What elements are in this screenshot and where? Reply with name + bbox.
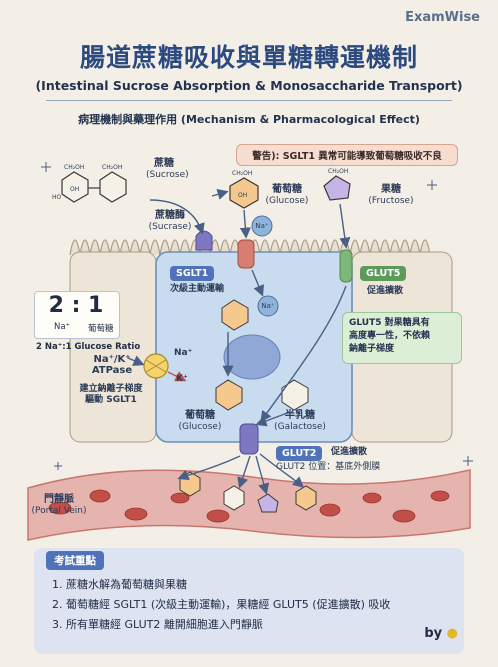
- glut2-tag: GLUT2: [276, 446, 323, 461]
- sucrose-ch2oh-1: CH₂OH: [64, 164, 85, 171]
- sucrose-ch2oh-2: CH₂OH: [102, 164, 123, 171]
- glut2-desc: 促進擴散: [330, 447, 367, 457]
- portal-vein-vessel: [27, 469, 471, 541]
- sucrase-enzyme: [195, 230, 213, 251]
- glut5-note-line-3: 鈉離子梯度: [349, 344, 395, 354]
- red-blood-cells: [48, 489, 450, 523]
- glucose-top-label: 葡萄糖(Glucose): [265, 184, 309, 206]
- sucrose-molecule: [61, 171, 127, 203]
- k-ion-label: K⁺: [176, 374, 188, 384]
- glut5-tag: GLUT5: [360, 266, 407, 281]
- glucose-ch2oh: CH₂OH: [232, 170, 253, 177]
- section-heading: 病理機制與藥理作用 (Mechanism & Pharmacological E…: [78, 113, 420, 126]
- glucose-molecule-cell-1: [221, 299, 249, 331]
- glucose-molecule-top: [229, 177, 259, 209]
- glut5-transporter: [339, 249, 353, 283]
- banana-icon: ●: [446, 626, 458, 641]
- glucose-oh: OH: [238, 192, 248, 199]
- sglt1-desc: 次級主動運輸: [169, 284, 224, 294]
- fructose-molecule: [323, 175, 351, 201]
- exam-item-3: 3. 所有單糖經 GLUT2 離開細胞進入門靜脈: [52, 618, 263, 631]
- na-ion-1-label: Na⁺: [255, 222, 269, 230]
- ratio-caption: 2 Na⁺:1 Glucose Ratio: [36, 342, 141, 352]
- glut2-location: GLUT2 位置：基底外側膜: [276, 462, 381, 472]
- warning-banner: 警告): SGLT1 異常可能導致葡萄糖吸收不良: [236, 144, 458, 166]
- sglt1-tag: SGLT1: [170, 266, 215, 281]
- ratio-box: [34, 291, 120, 339]
- glut2-transporter: [239, 423, 259, 455]
- page-title: 腸道蔗糖吸收與單糖轉運機制: [79, 43, 418, 72]
- sucrose-oh: OH: [70, 186, 80, 193]
- page-subtitle: (Intestinal Sucrose Absorption & Monosac…: [35, 78, 463, 93]
- byline: by ●: [424, 626, 458, 641]
- sodium-ion-1: [251, 215, 273, 237]
- ratio-right: 葡萄糖: [88, 324, 114, 334]
- atpase-desc: 建立鈉離子梯度驅動 SGLT1: [79, 384, 143, 405]
- na-ion-2-label: Na⁺: [261, 302, 275, 310]
- glucose-cell-label: 葡萄糖(Glucose): [178, 410, 222, 432]
- sucrase-label: 蔗糖酶(Sucrase): [148, 210, 192, 232]
- galactose-molecule: [281, 379, 309, 411]
- fructose-ch2oh: CH₂OH: [328, 168, 349, 175]
- sparkle-decorations: [41, 162, 473, 470]
- ratio-value: 2 : 1: [48, 293, 104, 318]
- portal-vein-label: 門靜脈(Portal Vein): [31, 494, 87, 516]
- atpase-name: Na⁺/K⁺ATPase: [91, 354, 133, 376]
- fructose-label: 果糖(Fructose): [368, 184, 414, 206]
- sucrose-label: 蔗糖(Sucrose): [146, 158, 189, 180]
- glut5-note: GLUT5 對果糖具有 高度專一性，不依賴 鈉離子梯度: [342, 312, 462, 364]
- brand-logo: ExamWise: [405, 10, 480, 25]
- ratio-left: Na⁺: [54, 322, 71, 332]
- exam-item-2: 2. 葡萄糖經 SGLT1 (次級主動運輸)，果糖經 GLUT5 (促進擴散) …: [52, 598, 391, 611]
- title-divider: [46, 100, 452, 101]
- glucose-molecule-cell-2: [215, 379, 243, 411]
- galactose-label: 半乳糖(Galactose): [274, 410, 326, 432]
- na-ion-label: Na⁺: [174, 348, 193, 358]
- exam-points-box: [34, 548, 464, 654]
- exam-points-heading: 考試重點: [46, 551, 104, 570]
- flow-arrows: [127, 188, 351, 495]
- cell-nucleus: [223, 334, 281, 380]
- exam-item-1: 1. 蔗糖水解為葡萄糖與果糖: [52, 578, 187, 591]
- glut5-note-line-1: GLUT5 對果糖具有: [349, 318, 430, 328]
- sodium-ion-2: [257, 295, 279, 317]
- sucrose-ho: HO: [52, 194, 62, 201]
- glut5-desc: 促進擴散: [366, 286, 403, 296]
- sglt1-transporter: [237, 239, 255, 269]
- glut5-note-line-2: 高度專一性，不依賴: [349, 331, 431, 341]
